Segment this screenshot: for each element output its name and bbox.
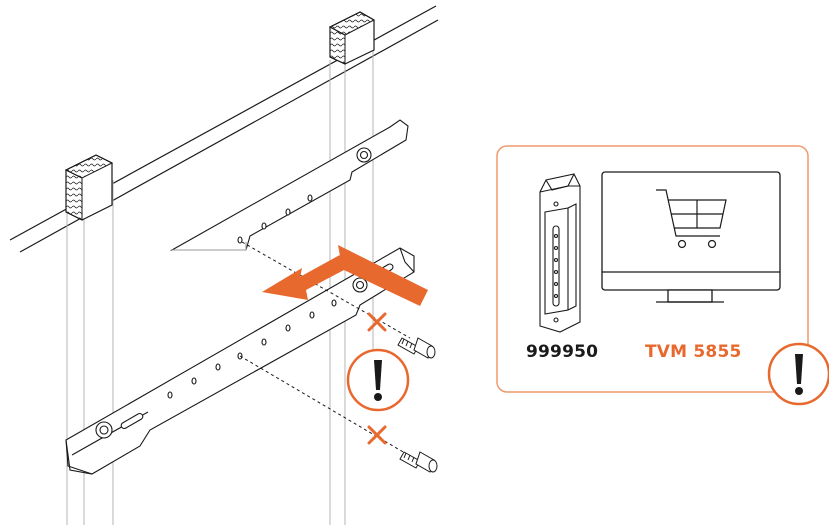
screw-icon xyxy=(399,451,438,473)
shopping-cart-icon xyxy=(656,189,727,249)
arrow-icon xyxy=(262,245,428,306)
left-stud-top xyxy=(64,154,114,221)
screw-icon xyxy=(397,337,436,359)
x-mark-icon xyxy=(367,312,387,332)
upper-bracket xyxy=(169,119,409,251)
lower-bracket xyxy=(65,247,415,475)
right-stud-top xyxy=(328,11,376,65)
tv-model-label: TVM 5855 xyxy=(645,342,742,362)
warning-icon xyxy=(767,342,829,406)
monitor-icon xyxy=(601,171,781,303)
bracket-part-icon xyxy=(539,173,581,333)
x-mark-icon xyxy=(367,425,387,445)
warning-icon xyxy=(346,348,410,412)
product-code-label: 999950 xyxy=(526,342,599,362)
